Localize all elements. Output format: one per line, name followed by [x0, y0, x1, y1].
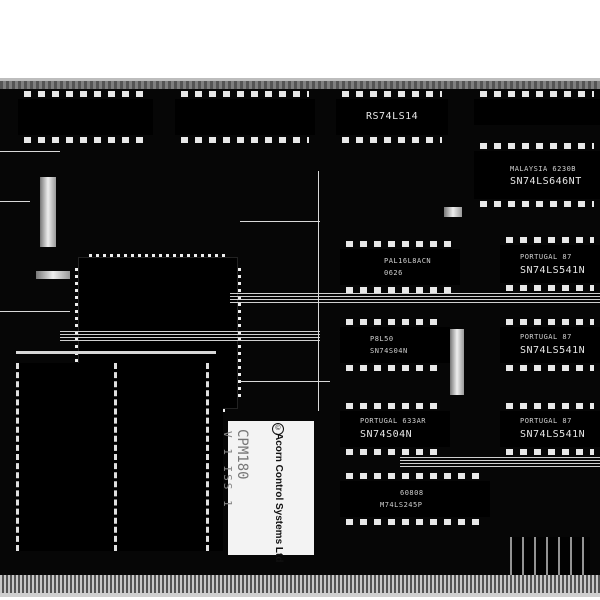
chip-label: SN74LS646NT [510, 176, 582, 187]
chip-top-left-1 [18, 91, 153, 143]
memory-chip-2 [114, 363, 220, 551]
chip-ls646: MALAYSIA 6230B SN74LS646NT [474, 143, 600, 207]
chip-ls541-2: PORTUGAL 87 SN74LS541N [500, 319, 600, 371]
circuit-board: RS74LS14 MALAYSIA 6230B SN74LS646NT PAL1… [0, 78, 600, 597]
bus-traces [400, 457, 600, 467]
trace [0, 311, 70, 312]
capacitor-component [444, 207, 462, 217]
copyright-symbol: © [272, 423, 284, 435]
trace [16, 351, 216, 354]
version-text: V 1 ISS 1 [221, 431, 234, 509]
chip-pal16l8: PAL16L8ACN 0626 [340, 241, 460, 293]
chip-label: PAL16L8ACN [384, 257, 432, 265]
trace [318, 171, 319, 411]
chip-label: SN74LS541N [520, 265, 586, 276]
edge-connector [0, 575, 600, 593]
chip-label: 60808 [400, 489, 424, 497]
trace [0, 201, 30, 202]
chip-label: SN74S04N [370, 347, 408, 355]
memory-chip-1 [16, 363, 120, 551]
chip-label: M74LS245P [380, 501, 423, 509]
trace [0, 151, 60, 152]
chip-label: 0626 [384, 269, 403, 277]
chip-s04-1: P8L50 SN74S04N [340, 319, 450, 371]
crystal-component [36, 271, 70, 279]
bus-traces [230, 293, 600, 303]
chip-label: PORTUGAL 87 [520, 253, 572, 261]
chip-label: SN74LS541N [520, 345, 586, 356]
chip-ls245: 60808 M74LS245P [340, 473, 490, 525]
chip-s04-2: PORTUGAL 633AR SN74S04N [340, 403, 450, 455]
trace [240, 221, 320, 222]
chip-label: P8L50 [370, 335, 394, 343]
chip-label: SN74LS541N [520, 429, 586, 440]
eprom-label-sticker: © Acorn Control Systems Ltd CPM180 V 1 I… [221, 421, 314, 562]
bus-traces [60, 331, 320, 341]
chip-label: RS74LS14 [366, 111, 419, 122]
chip-ls541-3: PORTUGAL 87 SN74LS541N [500, 403, 600, 455]
chip-label: PORTUGAL 87 [520, 417, 572, 425]
chip-label: PORTUGAL 87 [520, 333, 572, 341]
trace [240, 381, 330, 382]
product-code: CPM180 [234, 429, 250, 480]
memory-chip-3 [206, 363, 223, 551]
header-connector [510, 537, 590, 577]
chip-label: SN74S04N [360, 429, 413, 440]
chip-label: PORTUGAL 633AR [360, 417, 427, 425]
chip-top-right-blank [474, 91, 600, 125]
chip-top-left-2 [175, 91, 315, 143]
resistor-component [40, 177, 56, 247]
chip-ls14: RS74LS14 [336, 91, 448, 143]
manufacturer-text: Acorn Control Systems Ltd [273, 433, 284, 563]
resistor-component [450, 329, 464, 395]
chip-label: MALAYSIA 6230B [510, 165, 577, 173]
chip-ls541-1: PORTUGAL 87 SN74LS541N [500, 237, 600, 291]
